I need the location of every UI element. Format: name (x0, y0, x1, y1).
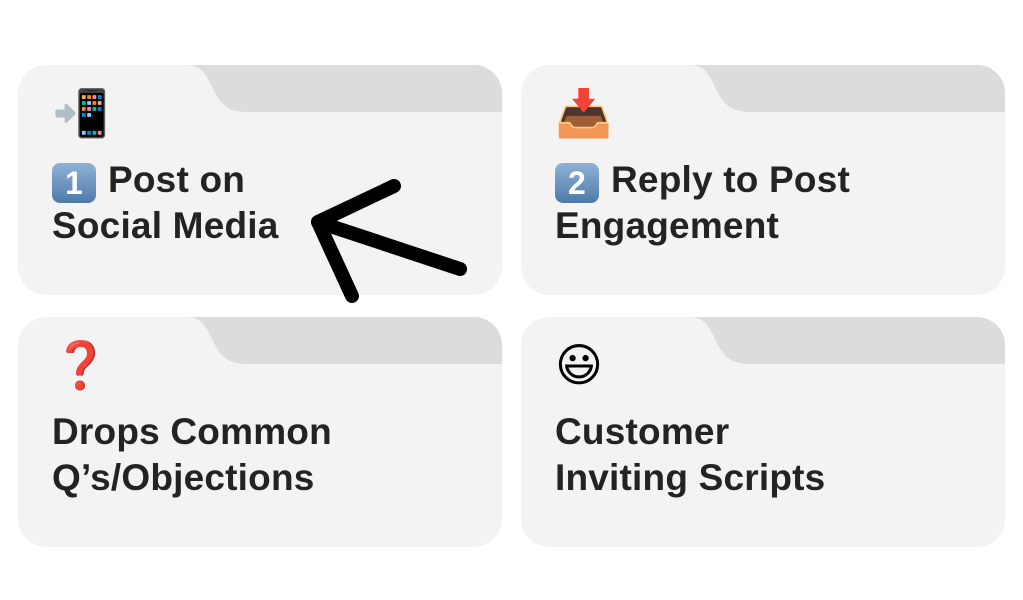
folder-tab (688, 317, 1005, 364)
mobile-phone-arrow-icon: 📲 (52, 87, 110, 139)
folder-tab (185, 317, 502, 364)
smiling-face-icon: 😃 (555, 339, 603, 391)
inbox-tray-icon: 📥 (555, 87, 613, 139)
keycap-1-icon: 1 (52, 163, 96, 203)
folder-tab (185, 65, 502, 112)
keycap-2-icon: 2 (555, 163, 599, 203)
folder-tab (688, 65, 1005, 112)
question-mark-icon: ❓ (52, 339, 110, 391)
